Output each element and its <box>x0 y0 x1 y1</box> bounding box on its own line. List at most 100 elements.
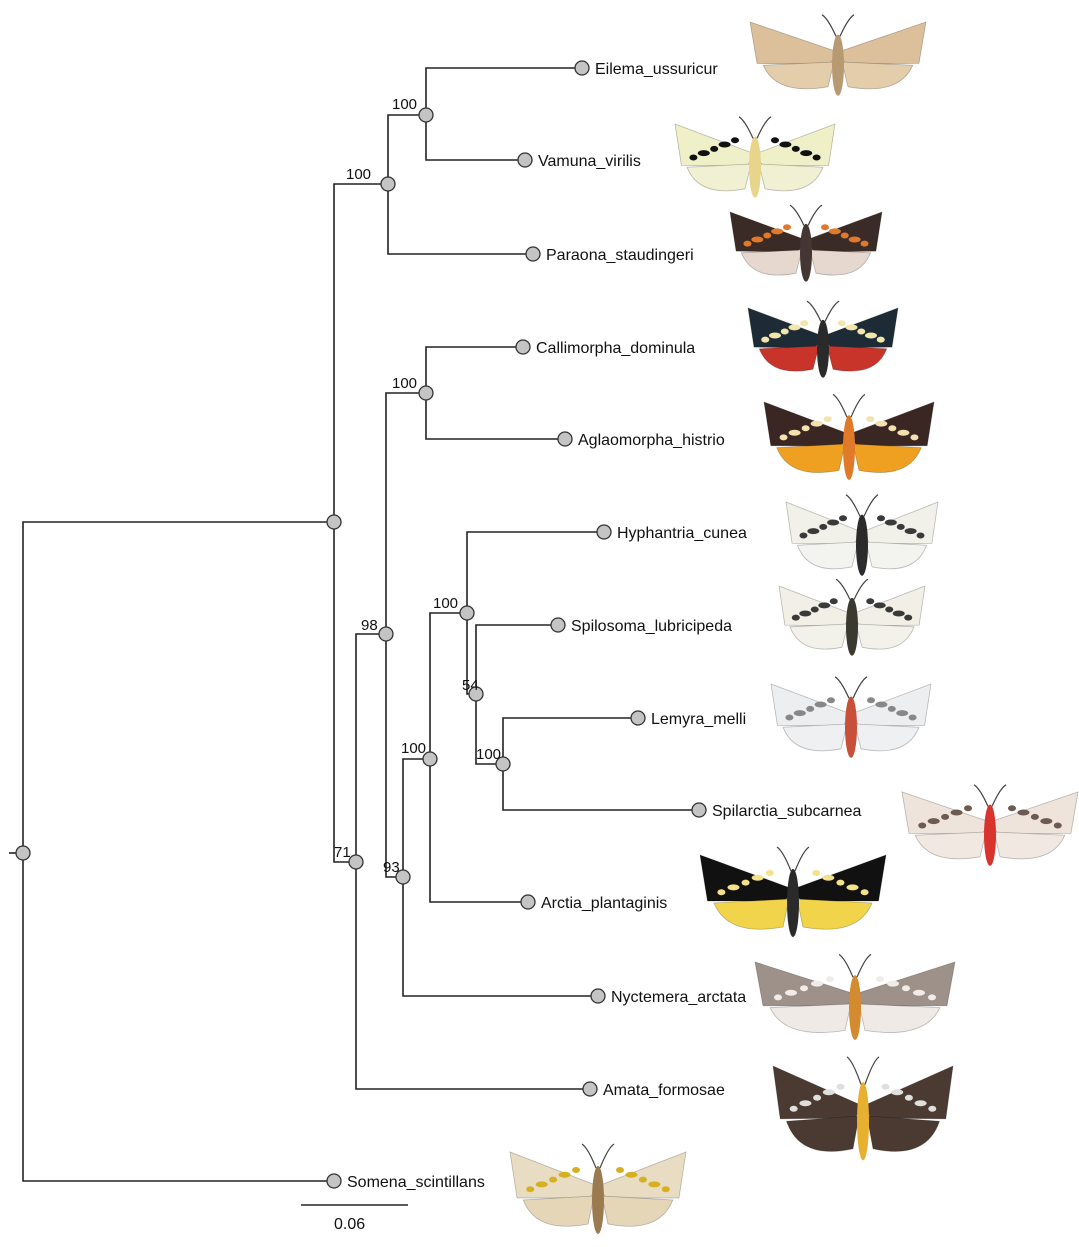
moth-body <box>846 598 858 656</box>
wing-spot <box>827 520 839 526</box>
tip-node-paraona <box>526 247 540 261</box>
antennae <box>582 1144 614 1168</box>
forewing-left <box>755 962 855 1006</box>
wing-spot <box>662 1186 670 1192</box>
node-callimorphini <box>419 386 433 400</box>
antennae <box>777 847 809 871</box>
antennae <box>822 15 854 37</box>
tip-node-spilarctia <box>692 803 706 817</box>
tip-node-spilosoma <box>551 618 565 632</box>
forewing-right <box>849 402 934 446</box>
wing-spot <box>783 224 791 230</box>
wing-spot <box>743 241 751 247</box>
wing-spot <box>897 524 905 530</box>
wing-spot <box>536 1181 548 1187</box>
antennae <box>833 394 865 417</box>
wing-spot <box>905 1095 913 1101</box>
wing-spot <box>888 425 896 431</box>
support-label: 100 <box>392 375 417 392</box>
node-lithosiini <box>381 177 395 191</box>
wing-spot <box>829 228 841 234</box>
wing-spot <box>806 706 814 712</box>
wing-spot <box>800 985 808 991</box>
forewing-left <box>700 855 793 901</box>
wing-spot <box>818 602 830 608</box>
wing-spot <box>836 880 844 886</box>
moth-body <box>845 697 857 758</box>
hindwing-right <box>797 899 872 929</box>
scale-bar-label: 0.06 <box>334 1216 365 1233</box>
node-ingroup <box>327 515 341 529</box>
hindwing-left <box>714 899 789 929</box>
wing-spot <box>875 421 887 427</box>
wing-spot <box>794 710 806 716</box>
wing-spot <box>928 1106 936 1112</box>
wing-spot <box>904 615 912 621</box>
wing-spot <box>639 1177 647 1183</box>
wing-spot <box>717 889 725 895</box>
branch-root-to-somena <box>23 853 334 1181</box>
moth-body <box>857 1082 869 1160</box>
wing-spot <box>861 889 869 895</box>
tip-label-hyphantria: Hyphantria_cunea <box>617 525 747 542</box>
tip-label-callimorpha: Callimorpha_dominula <box>536 340 695 357</box>
tip-label-spilosoma: Spilosoma_lubricipeda <box>571 618 732 635</box>
forewing-left <box>748 308 823 348</box>
tip-node-lemyra <box>631 711 645 725</box>
forewing-right <box>598 1152 686 1198</box>
wing-spot <box>549 1177 557 1183</box>
tip-label-eilema: Eilema_ussuricur <box>595 61 718 78</box>
forewing-right <box>755 124 835 166</box>
moth-somena <box>510 1144 686 1234</box>
wing-spot <box>915 1100 927 1106</box>
wing-spot <box>841 232 849 238</box>
wing-spot <box>913 990 925 996</box>
hindwing-right <box>842 62 913 89</box>
branch-to-lemyra <box>503 718 638 764</box>
hindwing-right <box>855 724 919 751</box>
wing-spot <box>800 320 808 326</box>
wing-spot <box>861 241 869 247</box>
wing-spot <box>802 425 810 431</box>
hindwing-right <box>859 1004 940 1033</box>
wing-spot <box>896 710 908 716</box>
hindwing-left <box>759 346 819 371</box>
wing-spot <box>887 981 899 987</box>
wing-spot <box>792 615 800 621</box>
hindwing-right <box>759 164 823 191</box>
wing-spot <box>799 611 811 617</box>
wing-spot <box>616 1167 624 1173</box>
forewing-right <box>823 308 898 348</box>
wing-spot <box>769 333 781 339</box>
wing-spot <box>910 434 918 440</box>
forewing-left <box>764 402 849 446</box>
wing-spot <box>821 224 829 230</box>
tip-label-aglaomorpha: Aglaomorpha_histrio <box>578 432 725 449</box>
wing-spot <box>824 416 832 422</box>
branch-ingroup-to-lithosiini <box>334 184 388 522</box>
wing-spot <box>813 1095 821 1101</box>
wing-spot <box>710 146 718 152</box>
wing-spot <box>918 822 926 828</box>
wing-spot <box>1040 818 1052 824</box>
wing-spot <box>785 990 797 996</box>
hindwing-right <box>867 1116 940 1151</box>
wing-spot <box>807 528 819 534</box>
wing-spot <box>885 606 893 612</box>
moth-eilema <box>750 15 926 96</box>
tip-node-nyctemera <box>591 989 605 1003</box>
wing-spot <box>857 328 865 334</box>
antennae <box>839 954 871 977</box>
moth-aglaomorpha <box>764 394 934 480</box>
antennae <box>790 205 822 225</box>
support-label: 100 <box>392 96 417 113</box>
antennae <box>846 495 878 517</box>
node-eilema-vamuna <box>419 108 433 122</box>
wing-spot <box>526 1186 534 1192</box>
wing-spot <box>838 320 846 326</box>
wing-spot <box>813 154 821 160</box>
moth-body <box>849 975 861 1040</box>
scale-bar: 0.06 <box>301 1205 408 1233</box>
forewing-right <box>852 586 925 626</box>
